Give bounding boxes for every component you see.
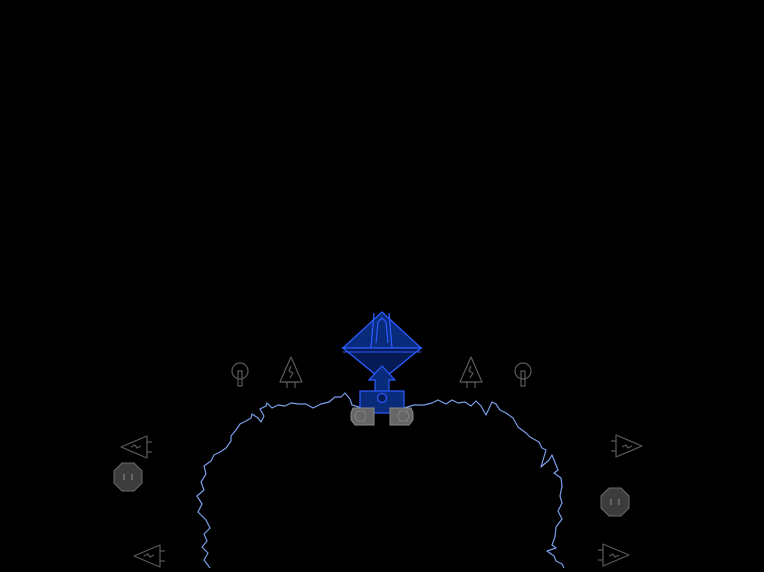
pine-tree-icon bbox=[459, 356, 483, 388]
player-lander[interactable] bbox=[341, 311, 423, 426]
lander-right-wheel bbox=[389, 407, 414, 426]
arrow-ship-icon bbox=[120, 435, 152, 459]
lander-core-light bbox=[376, 392, 388, 404]
lamp-post-icon bbox=[514, 362, 532, 387]
lander-neck bbox=[367, 365, 397, 393]
arrow-ship-icon bbox=[598, 543, 630, 567]
lander-left-wheel bbox=[350, 407, 375, 426]
arrow-ship-icon bbox=[133, 544, 165, 568]
lander-lower-hull bbox=[341, 347, 423, 381]
lander-canopy-lines-right bbox=[388, 312, 393, 349]
lamp-post-icon bbox=[231, 362, 249, 387]
arrow-ship-icon bbox=[611, 434, 643, 458]
pine-tree-icon bbox=[279, 356, 303, 388]
lander-canopy-arch bbox=[375, 317, 389, 344]
lander-canopy-lines bbox=[370, 312, 375, 349]
octagon-mine-icon bbox=[600, 487, 630, 517]
octagon-mine-icon bbox=[113, 462, 143, 492]
